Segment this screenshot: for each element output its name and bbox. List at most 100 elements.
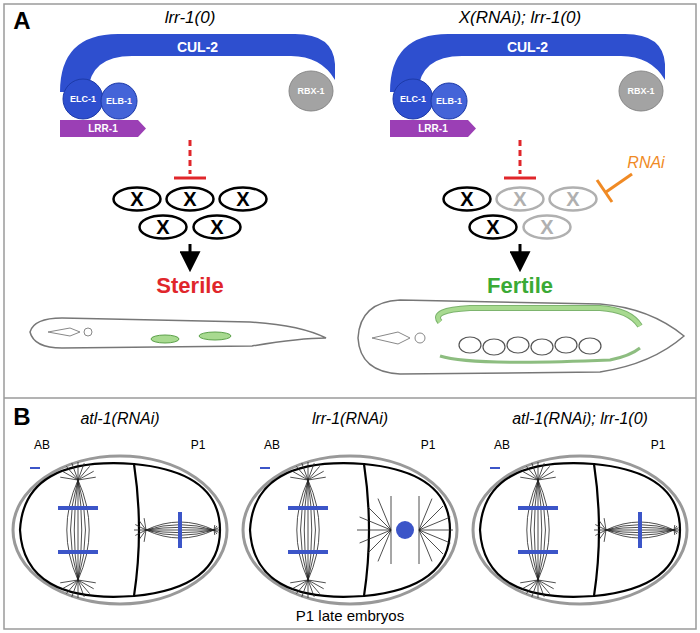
astral-ray (78, 462, 79, 480)
astral-ray (391, 496, 392, 530)
eggshell (473, 456, 687, 604)
spindle-fiber (538, 480, 542, 580)
sterile-worm (30, 318, 326, 348)
node-label: LRR-1 (88, 124, 117, 134)
astral-ray (302, 463, 308, 480)
spindle-fiber (538, 480, 545, 580)
annotation: lrr-1(0) (165, 9, 216, 28)
spindle-fiber (538, 480, 539, 580)
astral-ray (674, 530, 677, 534)
node-label: ELC-1 (70, 95, 96, 104)
rnai-inhibition (597, 174, 632, 202)
node-label: X (460, 189, 473, 209)
chromosomes (288, 550, 328, 554)
astral-ray (66, 466, 78, 480)
node-label: X (513, 189, 526, 209)
target-oval: X (218, 186, 268, 212)
spindle-fiber (78, 480, 79, 580)
annotation: Fertile (487, 274, 553, 298)
protein-subunit: ELB-1 (430, 82, 468, 120)
astral-ray (72, 463, 78, 480)
astral-ray (78, 580, 90, 594)
astral-ray (308, 580, 320, 594)
node-label: ELB-1 (106, 97, 132, 106)
astral-ray (604, 518, 606, 530)
astral-ray (135, 530, 146, 535)
astral-ray (391, 530, 392, 564)
spindle-fiber (301, 480, 308, 580)
spindle-fiber (78, 480, 85, 580)
astral-ray (538, 466, 550, 480)
astral-ray (532, 463, 538, 480)
ab-cell (20, 463, 139, 597)
astral-ray (419, 530, 420, 564)
chromosomes (58, 550, 98, 554)
lrr-shape (60, 120, 146, 137)
frame (4, 4, 696, 629)
astral-ray (538, 477, 556, 480)
protein-subunit: ELC-1 (62, 78, 104, 120)
node-label: LRR-1 (418, 124, 447, 134)
ab-cell (480, 463, 599, 597)
astral-ray (60, 580, 78, 583)
target-outline (470, 216, 517, 239)
target-outline (194, 216, 241, 239)
astral-ray (594, 530, 606, 531)
astral-ray (214, 530, 216, 535)
astral-ray (538, 462, 539, 480)
protein-subunit: RBX-1 (618, 70, 664, 112)
protein-subunit: ELB-1 (100, 82, 138, 120)
eggshell (243, 456, 457, 604)
spindle-fiber (308, 480, 315, 580)
astral-ray (367, 530, 391, 554)
ab-mark (490, 467, 500, 469)
astral-ray (419, 530, 443, 554)
astral-ray (78, 580, 84, 597)
node-label: X (156, 217, 169, 237)
annotation: AB (34, 439, 50, 452)
target-outline (167, 188, 214, 211)
ab-cell (250, 463, 369, 597)
node-label: X (566, 189, 579, 209)
annotation: X(RNAi); lrr-1(0) (459, 9, 581, 28)
node-label: CUL-2 (177, 40, 218, 54)
target-oval: X (192, 214, 242, 240)
astral-ray (308, 462, 309, 480)
astral-ray (308, 466, 320, 480)
node-label: X (236, 189, 249, 209)
node-label: X (183, 189, 196, 209)
annotation: atl-1(RNAi); lrr-1(0) (512, 410, 648, 428)
annotation: Sterile (156, 274, 223, 298)
astral-ray (419, 530, 453, 531)
astral-ray (66, 580, 78, 594)
target-outline (114, 188, 161, 211)
annotation: AB (264, 439, 280, 452)
node-label: CUL-2 (507, 40, 548, 54)
astral-ray (595, 530, 606, 535)
spindle-fiber (78, 480, 89, 580)
embryo (13, 456, 227, 604)
node-label: X (130, 189, 143, 209)
spindle-fiber (534, 480, 538, 580)
annotation: RNAi (627, 154, 664, 172)
spindle-fiber (71, 480, 78, 580)
spindle-fiber (531, 480, 538, 580)
target-oval: X (138, 214, 188, 240)
astral-ray (674, 528, 678, 530)
astral-ray (78, 466, 90, 480)
chromosomes (518, 550, 558, 554)
annotation: P1 late embryos (296, 608, 404, 625)
annotation: P1 (191, 439, 206, 452)
target-outline (497, 188, 544, 211)
astral-ray (419, 506, 443, 530)
spindle-fiber (527, 480, 538, 580)
chromosomes (518, 506, 558, 510)
protein-subunit: ELC-1 (392, 78, 434, 120)
panel-letter: A (13, 8, 30, 34)
node-label: X (540, 217, 553, 237)
target-outline (444, 188, 491, 211)
astral-ray (296, 580, 308, 594)
astral-ray (308, 580, 309, 598)
panel-letter: B (13, 404, 30, 430)
annotation: AB (494, 439, 510, 452)
